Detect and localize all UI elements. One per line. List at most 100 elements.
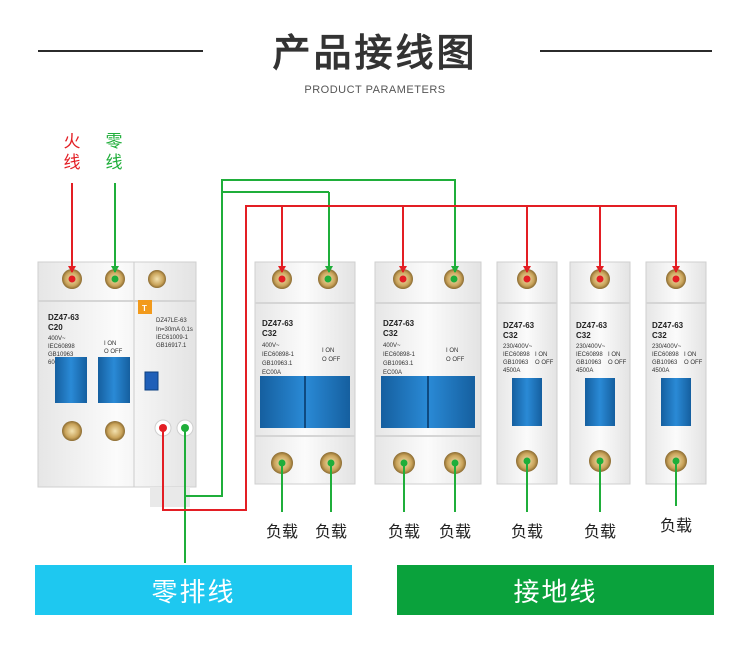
neutral-label-char-1: 零 <box>105 132 123 152</box>
breaker-e-spec4: 4500A <box>652 368 669 374</box>
dot-c-live <box>523 275 531 283</box>
breaker-b-off: O OFF <box>446 357 465 363</box>
breaker-a-seam-top <box>255 302 355 304</box>
breaker-c-on: I ON <box>535 352 547 358</box>
neutral-bar: 零排线 <box>35 565 352 615</box>
main-terminal-top-3 <box>148 270 166 288</box>
load-label-4: 负载 <box>438 522 471 541</box>
dot-a-out-2 <box>327 459 335 467</box>
breaker-b-model: DZ47-63 <box>383 319 415 328</box>
breaker-e-rating: C32 <box>652 331 667 340</box>
load-label-7: 负载 <box>659 516 692 535</box>
breaker-b-on: I ON <box>446 348 458 354</box>
breaker-b-rating: C32 <box>383 329 398 338</box>
dot-main-out-live <box>159 424 167 432</box>
dot-main-neutral <box>111 275 119 283</box>
neutral-bar-label: 零排线 <box>151 577 236 608</box>
main-spec3-text: GB10963 <box>48 352 74 358</box>
main-on-text: I ON <box>104 341 116 347</box>
breaker-c-seam <box>497 302 557 304</box>
load-label-3: 负载 <box>387 522 420 541</box>
breaker-a-spec3: GB10963.1 <box>262 361 293 367</box>
dot-b-out-1 <box>400 459 408 467</box>
breaker-c-body <box>496 261 558 485</box>
breaker-c-off: O OFF <box>535 360 554 366</box>
main-breaker-foot <box>150 487 190 507</box>
rcd-spec3-text: GB16917.1 <box>156 343 187 349</box>
dot-a-out-1 <box>278 459 286 467</box>
header-rule-left <box>38 50 203 52</box>
dot-b-live <box>399 275 407 283</box>
neutral-wire-label: 零 线 <box>104 132 124 174</box>
breaker-e-spec1: 230/400V~ <box>652 344 682 350</box>
breaker-d-seam <box>570 302 630 304</box>
main-handle-1 <box>55 357 87 403</box>
breaker-a-on: I ON <box>322 348 334 354</box>
breaker-b-spec4: EC00A <box>383 370 402 376</box>
load-label-6: 负载 <box>583 522 616 541</box>
breaker-b-seam-top <box>375 302 481 304</box>
test-button <box>138 300 152 314</box>
live-label-char-2: 线 <box>63 153 81 173</box>
breaker-a-spec1: 400V~ <box>262 343 280 349</box>
breaker-b-spec2: IEC60898-1 <box>383 352 416 358</box>
main-spec1-text: 400V~ <box>48 336 66 342</box>
breaker-c-spec4: 4500A <box>503 368 520 374</box>
one-pole-breaker-d: DZ47-63 C32 230/400V~ IEC60898 GB10963 4… <box>569 261 631 485</box>
rcd-model-text: DZ47LE-63 <box>156 318 187 324</box>
wires <box>68 179 680 563</box>
breaker-b-spec1: 400V~ <box>383 343 401 349</box>
one-pole-breaker-c: DZ47-63 C32 230/400V~ IEC60898 GB10963 4… <box>496 261 558 485</box>
load-label-5: 负载 <box>510 522 543 541</box>
breaker-c-spec2: IEC60898 <box>503 352 530 358</box>
main-terminal-bottom-2 <box>105 421 125 441</box>
breaker-e-off: O OFF <box>684 360 703 366</box>
main-rcbo-breaker: DZ47-63 C20 400V~ IEC60898 GB10963 6000A… <box>37 261 197 507</box>
one-pole-breaker-e: DZ47-63 C32 230/400V~ IEC60898 GB10963 4… <box>645 261 707 485</box>
dot-e-live <box>672 275 680 283</box>
main-spec2-text: IEC60898 <box>48 344 75 350</box>
dot-b-neutral <box>450 275 458 283</box>
page-title: 产品接线图 <box>272 31 478 75</box>
breaker-c-spec1: 230/400V~ <box>503 344 533 350</box>
main-rating-text: C20 <box>48 323 63 332</box>
breaker-d-spec1: 230/400V~ <box>576 344 606 350</box>
rcd-indicator <box>144 371 159 391</box>
dot-d-out <box>596 457 604 465</box>
breaker-a-body <box>254 261 356 485</box>
breaker-a-rating: C32 <box>262 329 277 338</box>
breaker-e-spec3: GB10963 <box>652 360 678 366</box>
dot-main-live <box>68 275 76 283</box>
breaker-d-spec4: 4500A <box>576 368 593 374</box>
breaker-d-on: I ON <box>608 352 620 358</box>
breaker-d-body <box>569 261 631 485</box>
breaker-b-seam-bottom <box>375 435 481 437</box>
breaker-d-rating: C32 <box>576 331 591 340</box>
dot-main-out-neutral <box>181 424 189 432</box>
breaker-a-spec2: IEC60898-1 <box>262 352 295 358</box>
main-model-text: DZ47-63 <box>48 313 80 322</box>
rcd-spec2-text: IEC61009-1 <box>156 335 189 341</box>
breaker-a-seam-bottom <box>255 435 355 437</box>
breaker-d-off: O OFF <box>608 360 627 366</box>
neutral-label-char-2: 线 <box>105 153 123 173</box>
breaker-d-spec3: GB10963 <box>576 360 602 366</box>
breaker-d-spec2: IEC60898 <box>576 352 603 358</box>
page-subtitle: PRODUCT PARAMETERS <box>304 84 446 96</box>
wire-neutral-to-breaker-b <box>184 179 459 497</box>
breaker-b-body <box>374 261 482 485</box>
breaker-a-spec4: EC00A <box>262 370 281 376</box>
main-terminal-bottom-1 <box>62 421 82 441</box>
breaker-c-handle <box>512 378 542 426</box>
ground-bar: 接地线 <box>397 565 714 615</box>
breaker-d-handle <box>585 378 615 426</box>
dot-d-live <box>596 275 604 283</box>
test-button-label: T <box>142 304 147 313</box>
breaker-e-body <box>645 261 707 485</box>
breaker-e-model: DZ47-63 <box>652 321 684 330</box>
dot-b-out-2 <box>451 459 459 467</box>
header-rule-right <box>540 50 712 52</box>
ground-bar-label: 接地线 <box>513 577 598 608</box>
breaker-e-seam <box>646 302 706 304</box>
